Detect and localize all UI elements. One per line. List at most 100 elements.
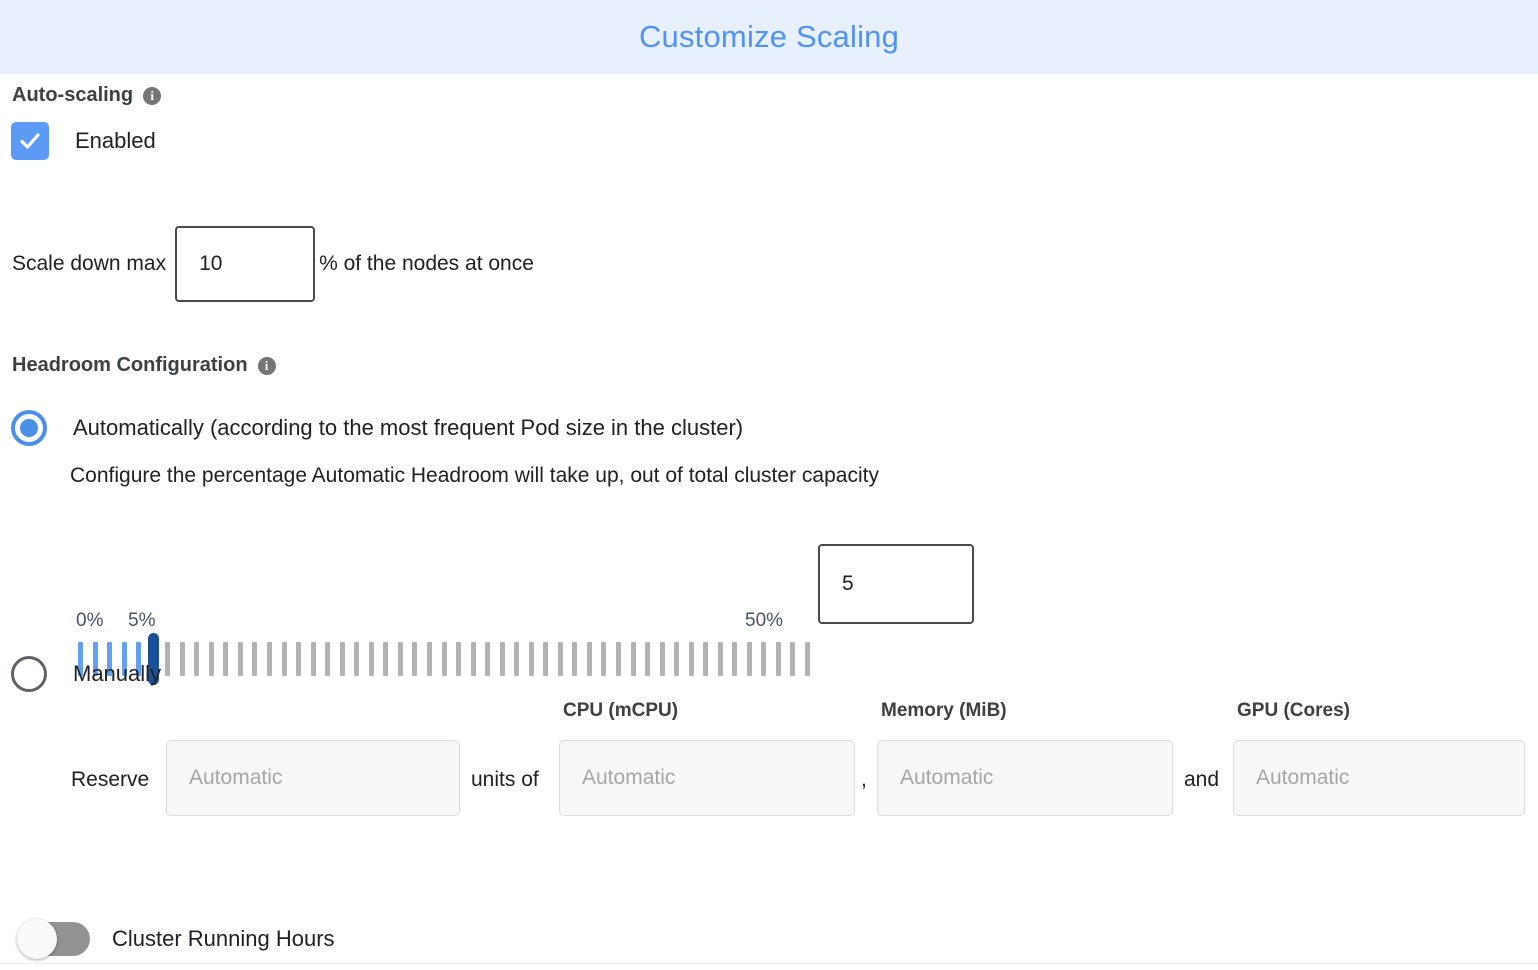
field-header-cpu: CPU (mCPU) <box>563 700 679 721</box>
headroom-option-manually[interactable]: Manually <box>11 656 161 692</box>
headroom-percent-input[interactable]: 5 <box>818 544 974 624</box>
slider-tick <box>470 642 476 676</box>
slider-thumb[interactable] <box>147 633 159 685</box>
and-label: and <box>1184 768 1220 791</box>
slider-tick <box>412 642 418 676</box>
headroom-heading-label: Headroom Configuration <box>12 354 248 376</box>
slider-tick <box>121 642 127 676</box>
slider-tick <box>267 642 273 676</box>
slider-tick <box>383 642 389 676</box>
slider-tick <box>397 642 403 676</box>
scale-down-max-input[interactable]: 10 <box>175 226 316 302</box>
slider-tick <box>775 642 781 676</box>
scale-down-max-row: Scale down max 10 % of the nodes at once <box>12 226 534 302</box>
headroom-option-automatic[interactable]: Automatically (according to the most fre… <box>11 410 743 446</box>
info-icon[interactable]: i <box>143 86 162 105</box>
slider-labels: 0% 5% 50% <box>0 610 1000 636</box>
slider-tick <box>528 642 534 676</box>
slider-tick <box>499 642 505 676</box>
reserve-cpu-placeholder: Automatic <box>582 766 676 789</box>
reserve-cpu-input[interactable]: Automatic <box>559 740 855 816</box>
field-header-memory: Memory (MiB) <box>881 700 1007 721</box>
slider-tick <box>441 642 447 676</box>
slider-tick <box>310 642 316 676</box>
reserve-row: CPU (mCPU) Memory (MiB) GPU (Cores) Rese… <box>0 698 1538 833</box>
info-icon[interactable]: i <box>257 356 276 375</box>
slider-tick <box>92 642 98 676</box>
auto-scaling-section: Auto-scaling i <box>12 84 162 107</box>
slider-tick <box>601 642 607 676</box>
slider-tick <box>615 642 621 676</box>
slider-tick <box>761 642 767 676</box>
slider-tick <box>354 642 360 676</box>
reserve-label: Reserve <box>71 768 150 791</box>
slider-tick <box>339 642 345 676</box>
reserve-gpu-input[interactable]: Automatic <box>1233 740 1525 816</box>
radio-manually-label: Manually <box>73 661 162 686</box>
slider-tick <box>223 642 229 676</box>
cluster-running-hours-label: Cluster Running Hours <box>112 926 335 951</box>
slider-tick <box>485 642 491 676</box>
headroom-percent-value: 5 <box>842 572 854 595</box>
slider-tick <box>368 642 374 676</box>
slider-tick <box>208 642 214 676</box>
slider-tick <box>252 642 258 676</box>
slider-tick <box>688 642 694 676</box>
slider-tick <box>732 642 738 676</box>
slider-tick <box>805 642 810 676</box>
toggle-knob <box>17 919 57 959</box>
radio-manually[interactable] <box>11 656 47 692</box>
slider-tick <box>543 642 549 676</box>
field-header-gpu: GPU (Cores) <box>1237 700 1350 721</box>
reserve-units-input[interactable]: Automatic <box>166 740 460 816</box>
slider-tick <box>674 642 680 676</box>
headroom-automatic-description: Configure the percentage Automatic Headr… <box>70 464 879 487</box>
slider-tick <box>136 642 142 676</box>
slider-tick <box>281 642 287 676</box>
radio-automatic-label: Automatically (according to the most fre… <box>73 415 744 440</box>
checkbox-enabled[interactable] <box>11 122 49 160</box>
slider-tick <box>717 642 723 676</box>
auto-scaling-heading: Auto-scaling i <box>12 84 162 107</box>
reserve-memory-input[interactable]: Automatic <box>877 740 1173 816</box>
slider-tick <box>426 642 432 676</box>
slider-tick <box>107 642 113 676</box>
slider-tick <box>572 642 578 676</box>
slider-current-label: 5% <box>128 610 156 631</box>
scale-down-max-suffix: % of the nodes at once <box>319 252 534 275</box>
slider-tick <box>325 642 331 676</box>
slider-tick <box>790 642 796 676</box>
headroom-slider-area: 0% 5% 50% <box>0 610 1000 685</box>
toggle-cluster-running-hours[interactable] <box>17 919 90 959</box>
slider-max-label: 50% <box>745 610 784 631</box>
reserve-memory-placeholder: Automatic <box>900 766 994 789</box>
slider-tick <box>586 642 592 676</box>
auto-scaling-heading-label: Auto-scaling <box>12 84 134 106</box>
checkbox-enabled-label: Enabled <box>75 128 156 153</box>
slider-tick <box>296 642 302 676</box>
headroom-configuration-section: Headroom Configuration i <box>12 354 276 377</box>
units-of-label: units of <box>471 768 539 791</box>
headroom-heading: Headroom Configuration i <box>12 354 276 377</box>
slider-tick <box>78 642 83 676</box>
reserve-gpu-placeholder: Automatic <box>1256 766 1350 789</box>
bottom-divider <box>0 963 1538 964</box>
dialog-header: Customize Scaling <box>0 0 1538 74</box>
slider-tick <box>237 642 243 676</box>
slider-tick <box>179 642 185 676</box>
cluster-running-hours-row[interactable]: Cluster Running Hours <box>17 919 335 959</box>
slider-track[interactable] <box>0 633 1000 685</box>
slider-tick <box>165 642 171 676</box>
auto-scaling-enabled-row[interactable]: Enabled <box>11 122 156 160</box>
radio-automatic[interactable] <box>11 410 47 446</box>
slider-tick <box>703 642 709 676</box>
slider-tick <box>746 642 752 676</box>
page-title: Customize Scaling <box>638 19 900 54</box>
scale-down-max-label: Scale down max <box>12 252 167 275</box>
slider-tick <box>630 642 636 676</box>
slider-tick <box>514 642 520 676</box>
slider-tick <box>557 642 563 676</box>
reserve-units-placeholder: Automatic <box>189 766 283 789</box>
scale-down-max-value: 10 <box>199 252 223 275</box>
slider-tick <box>645 642 651 676</box>
